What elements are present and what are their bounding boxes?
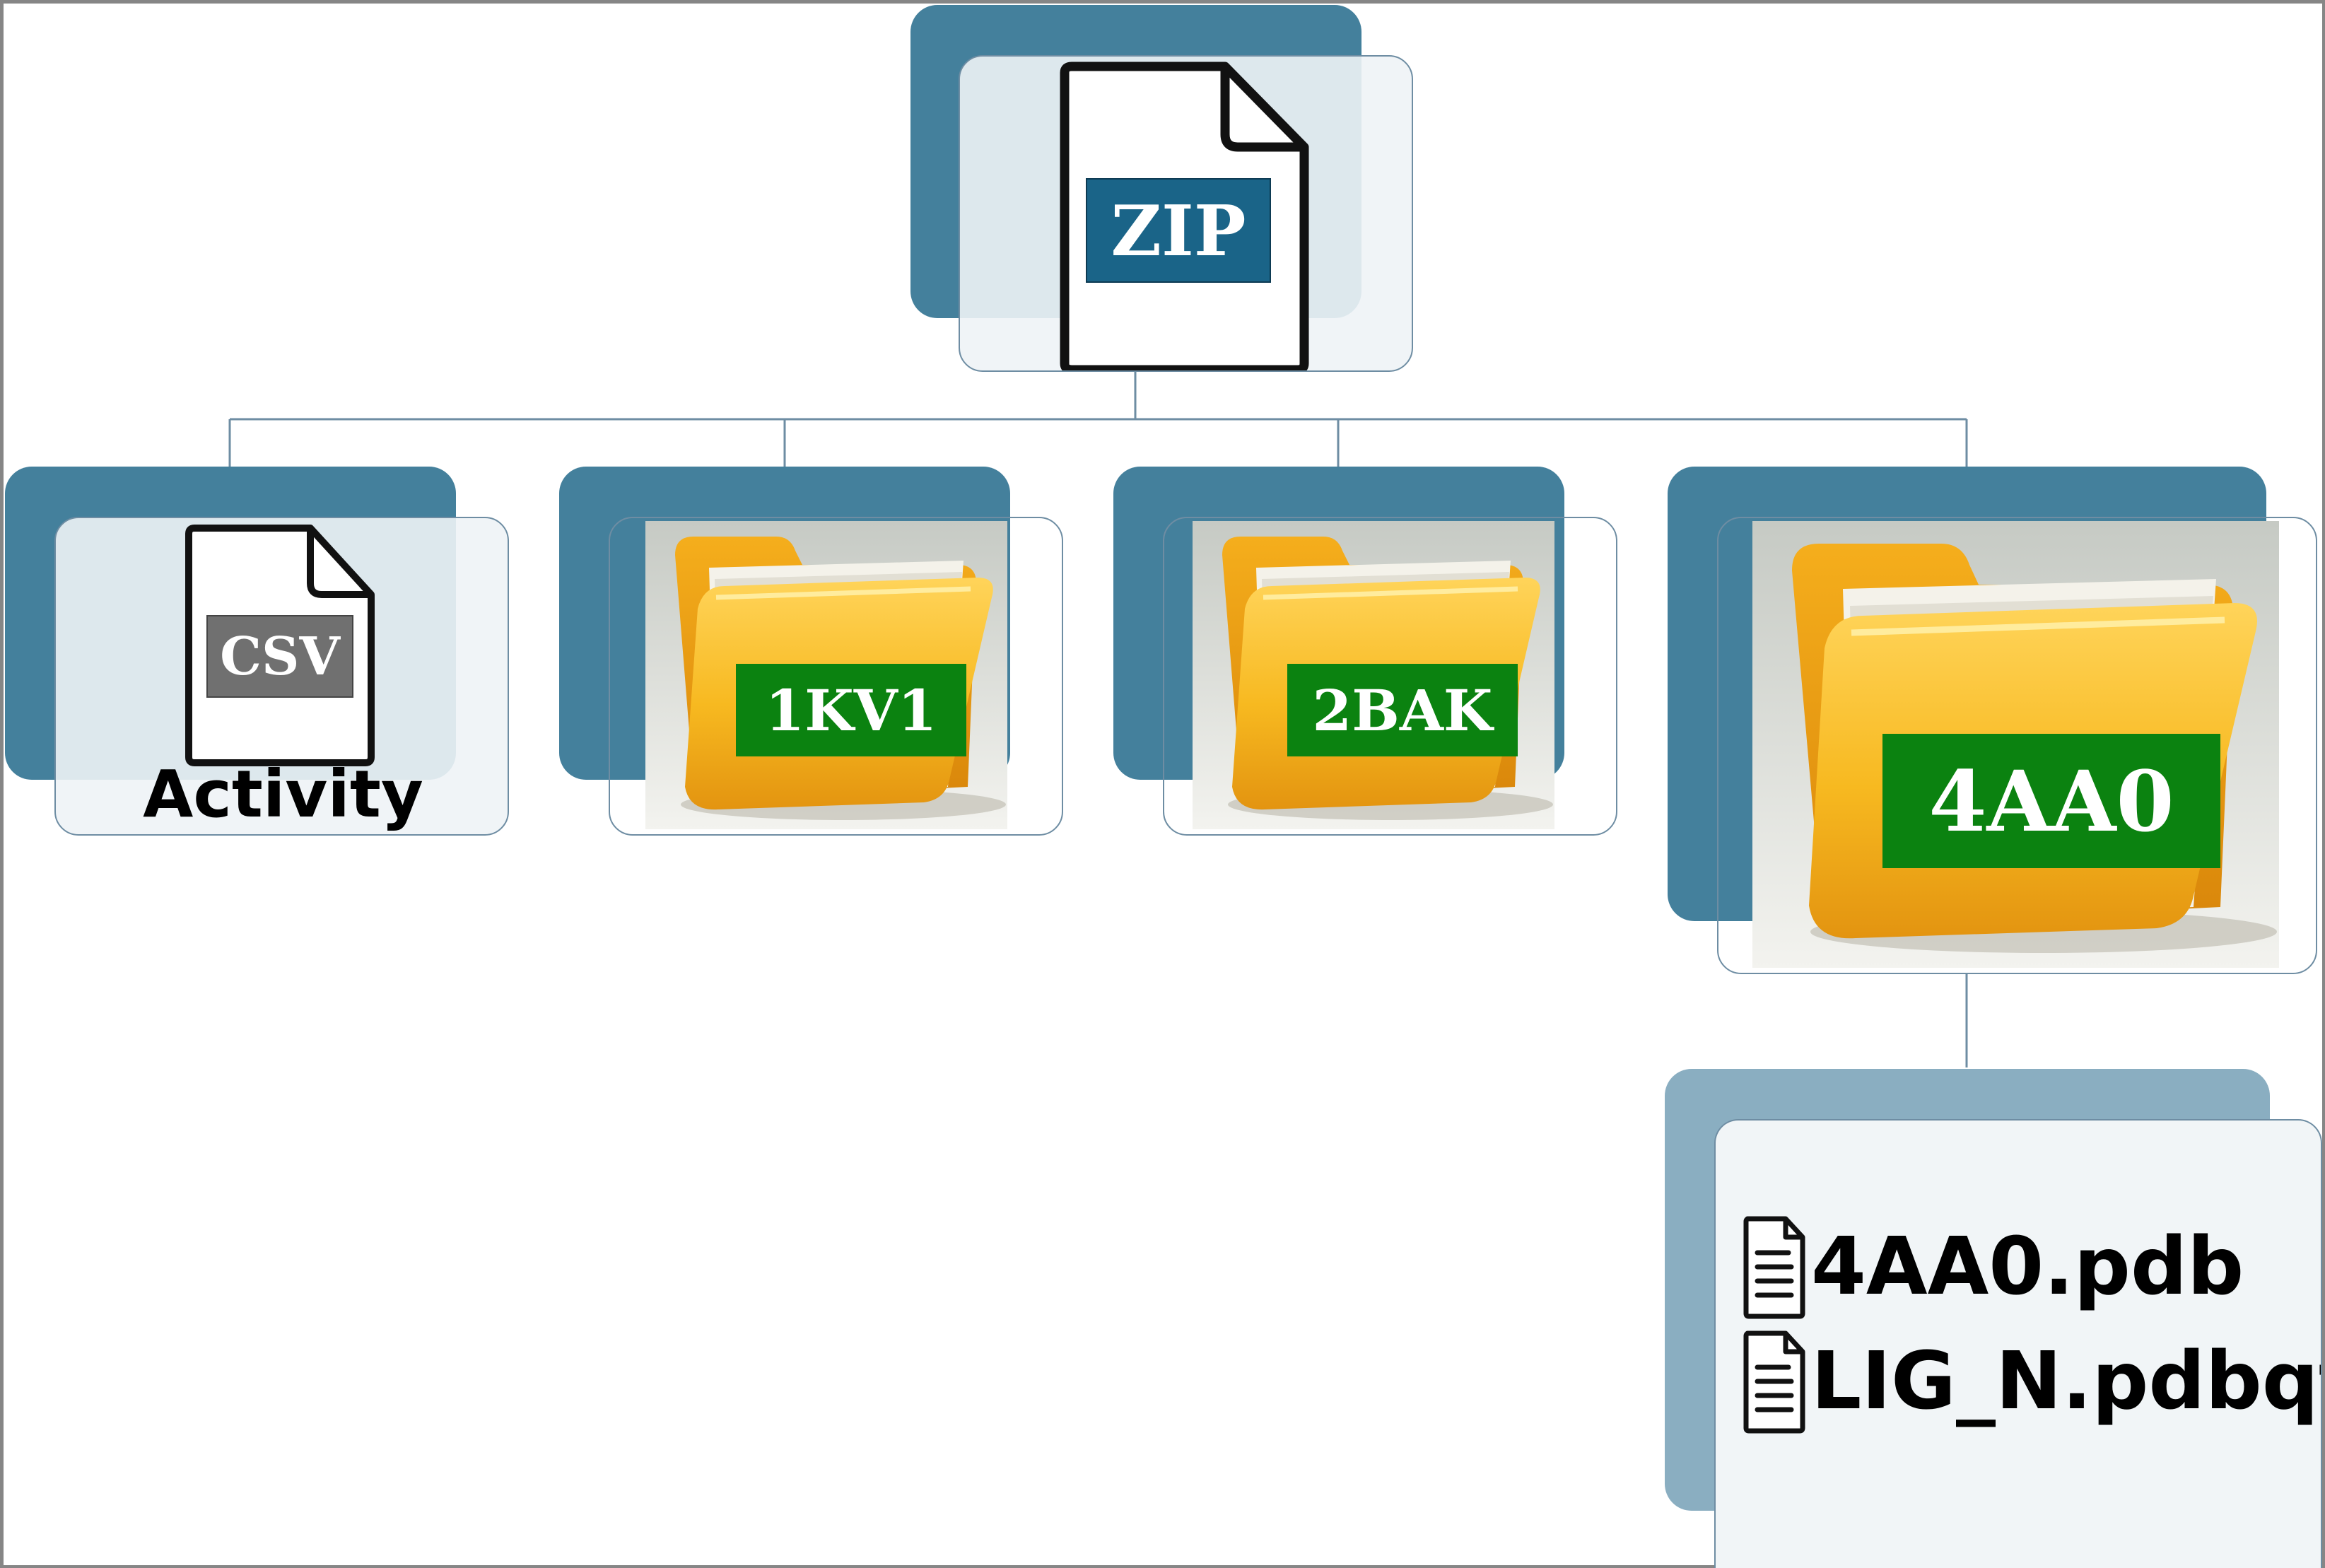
file-name: LIG_N.pdbqt — [1811, 1335, 2322, 1427]
file-item[interactable]: LIG_N.pdbqt — [1742, 1329, 2322, 1434]
document-icon — [1743, 1330, 1805, 1434]
files-node: 4AA0.pdb LIG_N.pdbqt — [1714, 1119, 2322, 1568]
file-item[interactable]: 4AA0.pdb — [1742, 1215, 2244, 1319]
csv-caption: Activity — [143, 756, 423, 832]
csv-node[interactable]: CSV Activity — [54, 517, 509, 836]
zip-label: ZIP — [1086, 178, 1271, 283]
file-name: 4AA0.pdb — [1811, 1221, 2244, 1313]
csv-label: CSV — [206, 615, 353, 698]
folder-2bak-label: 2BAK — [1287, 664, 1518, 756]
folder-4aa0-node[interactable]: 4AA0 — [1717, 517, 2317, 974]
folder-1kv1-node[interactable]: 1KV1 — [609, 517, 1063, 836]
folder-4aa0-label: 4AA0 — [1882, 734, 2220, 868]
folder-2bak-node[interactable]: 2BAK — [1163, 517, 1617, 836]
folder-1kv1-label: 1KV1 — [736, 664, 966, 756]
document-icon — [1743, 1216, 1805, 1319]
zip-node[interactable]: ZIP — [959, 55, 1413, 372]
